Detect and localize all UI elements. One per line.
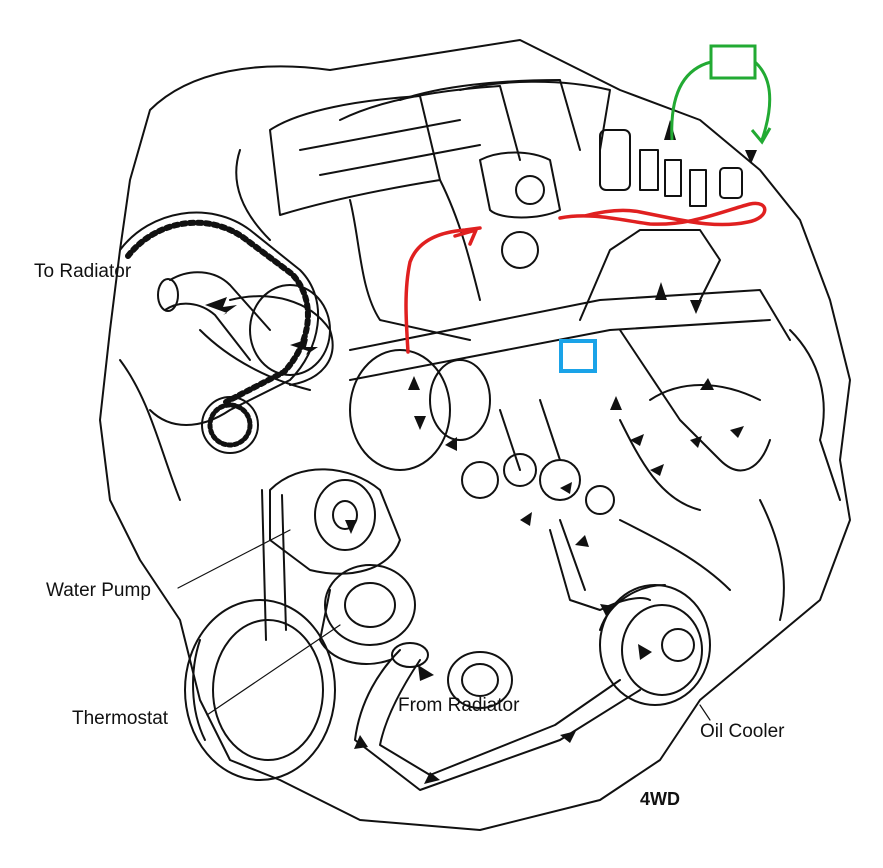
flow-arrow xyxy=(630,434,644,446)
flow-arrow xyxy=(418,665,434,681)
flow-arrow xyxy=(690,300,702,314)
label-oil-cooler: Oil Cooler xyxy=(700,721,785,742)
label-to-radiator: To Radiator xyxy=(34,261,132,282)
flow-arrow xyxy=(414,416,426,430)
lower-hose xyxy=(354,642,641,791)
flow-arrow xyxy=(745,150,757,164)
oil-cooler-unit xyxy=(549,519,711,721)
flow-arrow xyxy=(520,512,532,526)
label-from-radiator: From Radiator xyxy=(398,695,520,716)
crank-pulley xyxy=(184,599,336,781)
flow-arrow xyxy=(560,482,572,494)
cylinder-head xyxy=(349,129,791,515)
label-water-pump: Water Pump xyxy=(46,580,151,601)
flow-arrow xyxy=(445,437,457,451)
flow-arrow xyxy=(610,396,622,410)
flow-arrow xyxy=(655,282,667,300)
flow-arrow xyxy=(560,731,576,743)
flow-arrow xyxy=(600,604,614,616)
thermostat-housing xyxy=(206,564,416,716)
green-annotation-loop xyxy=(670,60,772,145)
blue-annotation-box xyxy=(559,339,597,373)
flow-arrow xyxy=(730,426,744,438)
engine-outline xyxy=(99,39,851,831)
flow-arrow xyxy=(638,644,652,660)
green-annotation-box xyxy=(709,44,757,80)
red-annotation-path xyxy=(404,201,767,354)
flow-arrow xyxy=(650,464,664,476)
flow-arrow xyxy=(664,120,676,140)
radiator-outlet-pipe xyxy=(157,271,334,386)
flow-arrow xyxy=(205,297,237,315)
intake-manifold xyxy=(235,79,611,341)
flow-arrow xyxy=(290,339,318,355)
label-variant-4wd: 4WD xyxy=(640,789,680,809)
flow-arrow xyxy=(408,376,420,390)
water-pump xyxy=(177,468,401,641)
flow-arrow xyxy=(690,436,702,448)
flow-arrow xyxy=(354,735,368,749)
flow-arrow xyxy=(424,772,440,784)
label-thermostat: Thermostat xyxy=(72,708,169,729)
green-annotation xyxy=(670,44,772,145)
flow-arrow xyxy=(575,535,589,547)
flow-arrow xyxy=(345,520,357,534)
flow-arrow xyxy=(700,378,714,390)
